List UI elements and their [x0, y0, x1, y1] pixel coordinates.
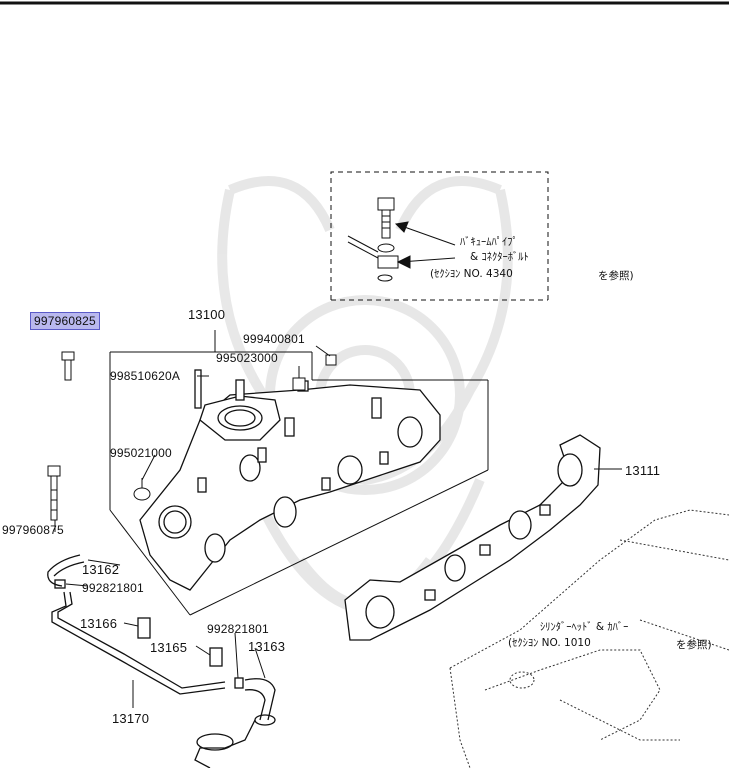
cylinder-head-callout-line2-suffix: を参照) — [676, 639, 712, 651]
plug-995021000 — [133, 478, 151, 501]
part-label-992821801-left[interactable]: 992821801 — [82, 581, 144, 595]
part-label-995023000[interactable]: 995023000 — [216, 351, 278, 365]
cylinder-head-callout-line2: (ｾｸｼﾖﾝ NO. 1010 — [508, 637, 591, 649]
part-label-992821801-right[interactable]: 992821801 — [207, 622, 269, 636]
intake-manifold — [139, 369, 441, 591]
bolt-997960875 — [47, 465, 61, 521]
inset-callout-line2: & ｺﾈｸﾀｰﾎﾞﾙﾄ — [470, 251, 529, 263]
inset-callout-line3: (ｾｸｼﾖﾝ NO. 4340 — [430, 268, 513, 280]
cylinder-head — [449, 509, 729, 768]
leader-lines — [54, 375, 622, 708]
part-label-13165[interactable]: 13165 — [150, 640, 188, 655]
plug-995023000 — [292, 366, 306, 391]
part-label-13170[interactable]: 13170 — [112, 711, 150, 726]
nut-999400801 — [315, 345, 337, 366]
part-label-13166[interactable]: 13166 — [80, 616, 118, 631]
part-label-13111[interactable]: 13111 — [625, 463, 661, 478]
inset-callout-line3-suffix: を参照) — [598, 270, 634, 282]
part-label-995021000[interactable]: 995021000 — [110, 446, 172, 460]
water-pipe-assembly — [47, 554, 276, 768]
part-label-13100[interactable]: 13100 — [188, 307, 226, 322]
part-label-13162[interactable]: 13162 — [82, 562, 120, 577]
part-label-998510620A[interactable]: 998510620A — [110, 369, 181, 383]
manifold-gasket — [344, 434, 601, 641]
inset-box — [330, 171, 549, 301]
bolt-997960825 — [61, 351, 75, 381]
part-label-997960875[interactable]: 997960875 — [2, 523, 64, 537]
part-label-999400801[interactable]: 999400801 — [243, 332, 305, 346]
part-label-13163[interactable]: 13163 — [248, 639, 286, 654]
cylinder-head-callout-line1: ｼﾘﾝﾀﾞｰﾍｯﾄﾞ & ｶﾊﾞｰ — [540, 621, 629, 633]
inset-callout-line1: ﾊﾞｷｭｰﾑﾊﾟｲﾌﾟ — [460, 236, 518, 248]
leader-13100 — [109, 330, 489, 616]
part-label-997960825-highlighted[interactable]: 997960825 — [30, 312, 100, 330]
